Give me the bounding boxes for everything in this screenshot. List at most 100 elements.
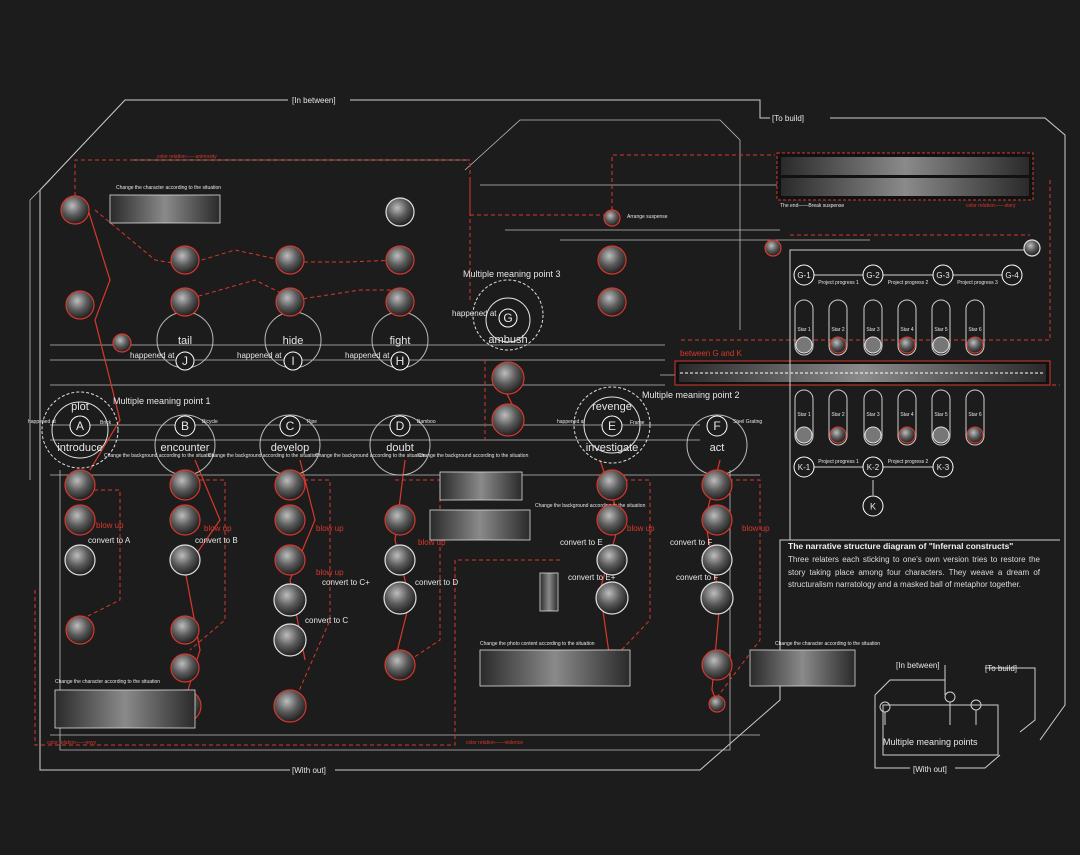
node-a[interactable]: A introduce plot Brick happened at bbox=[28, 401, 112, 454]
convert-b: convert to B bbox=[195, 536, 238, 545]
frame-to-build: [To build] bbox=[772, 114, 804, 123]
node-a-prop: Brick bbox=[100, 420, 112, 426]
star-capsule bbox=[897, 299, 917, 356]
node-j[interactable]: J tail happened at bbox=[130, 311, 214, 371]
node-i-letter: I bbox=[291, 354, 294, 368]
progress-node-label: K-2 bbox=[867, 463, 880, 472]
node-f[interactable]: F act Steel Grating bbox=[686, 414, 762, 476]
photo-circle bbox=[385, 287, 415, 317]
star-capsule bbox=[931, 299, 951, 356]
star-capsule bbox=[965, 389, 985, 446]
photo-collage bbox=[54, 194, 1041, 729]
annot-color-envy: color relation——envy bbox=[47, 740, 97, 746]
progress-node-label: K-3 bbox=[937, 463, 950, 472]
star-label: Star 5 bbox=[934, 412, 948, 418]
info-panel: The narrative structure diagram of "Infe… bbox=[788, 541, 1040, 592]
photo-circle bbox=[384, 504, 416, 536]
node-g-letter: G bbox=[503, 311, 512, 325]
annot-change-bg-d: Change the background according to the s… bbox=[418, 453, 529, 459]
meaning-point-2 bbox=[573, 386, 651, 464]
info-title: The narrative structure diagram of "Infe… bbox=[788, 541, 1014, 551]
node-a-word: introduce bbox=[57, 442, 102, 454]
annot-change-char-top: Change the character according to the si… bbox=[116, 185, 221, 191]
legend-in-between: [In between] bbox=[896, 661, 940, 670]
node-i-word: hide bbox=[283, 335, 304, 347]
progress-node-k-2 bbox=[862, 456, 884, 478]
node-f-word: act bbox=[710, 442, 725, 454]
star-photo bbox=[932, 336, 950, 354]
node-a-happened: happened at bbox=[28, 419, 56, 425]
progress-node-label: G-4 bbox=[1005, 271, 1019, 280]
progress-node-g-4 bbox=[1001, 264, 1023, 286]
node-g-word: ambush bbox=[488, 334, 527, 346]
star-photo bbox=[898, 426, 916, 444]
node-h-letter: H bbox=[396, 354, 405, 368]
photo-circle bbox=[274, 544, 306, 576]
node-k-letter: K bbox=[870, 501, 876, 511]
convert-e: convert to E bbox=[560, 538, 603, 547]
progress-node-k-1 bbox=[793, 456, 815, 478]
legend bbox=[874, 665, 1036, 769]
node-h[interactable]: H fight happened at bbox=[345, 311, 429, 371]
star-label: Star 2 bbox=[831, 327, 845, 333]
node-j-letter: J bbox=[182, 354, 188, 368]
photo-circle bbox=[170, 615, 200, 645]
photo-circle bbox=[65, 290, 95, 320]
photo-circle bbox=[274, 469, 306, 501]
legend-label: Multiple meaning points bbox=[883, 737, 978, 747]
star-photo bbox=[864, 426, 882, 444]
star-photo bbox=[795, 426, 813, 444]
photo-circle bbox=[384, 649, 416, 681]
annot-change-bg-c: Change the background according to the s… bbox=[315, 453, 426, 459]
photo-circle bbox=[596, 504, 628, 536]
photo-circle bbox=[65, 615, 95, 645]
node-c-letter: C bbox=[286, 419, 295, 433]
node-b[interactable]: B encounter Bicycle bbox=[154, 414, 218, 476]
photo-circle bbox=[701, 544, 733, 576]
node-b-word: encounter bbox=[161, 442, 210, 454]
progress-graph bbox=[789, 249, 1040, 540]
annot-arrange-suspense: Arrange suspense bbox=[627, 214, 668, 220]
star-label: Star 6 bbox=[968, 412, 982, 418]
node-b-prop: Bicycle bbox=[202, 419, 218, 425]
progress-node-g-3 bbox=[932, 264, 954, 286]
node-e-letter: E bbox=[608, 419, 616, 433]
photo-circle bbox=[64, 469, 96, 501]
photo-circle bbox=[595, 581, 629, 615]
node-g[interactable]: G ambush happened at bbox=[452, 308, 528, 346]
node-e[interactable]: E investigate revenge Frame happened at bbox=[557, 401, 645, 454]
film-strip-top bbox=[776, 152, 1034, 201]
photo-circle bbox=[597, 287, 627, 317]
node-c[interactable]: C develop Pipe bbox=[259, 414, 321, 476]
photo-circle bbox=[491, 361, 525, 395]
photo-circle bbox=[597, 245, 627, 275]
photo-circle bbox=[1023, 239, 1041, 257]
annotations: Change the character according to the si… bbox=[47, 154, 1016, 746]
photo-circle bbox=[64, 504, 96, 536]
star-capsule bbox=[863, 299, 883, 356]
node-k-final[interactable]: K bbox=[862, 495, 884, 517]
progress-edge-label: Project progress 2 bbox=[888, 280, 929, 286]
photo-frame bbox=[749, 649, 856, 687]
node-c-prop: Pipe bbox=[307, 419, 317, 425]
star-photo bbox=[829, 426, 847, 444]
node-i[interactable]: I hide happened at bbox=[237, 311, 322, 371]
node-b-letter: B bbox=[181, 419, 189, 433]
photo-frame bbox=[109, 194, 221, 224]
annot-color-animosity: color relation——animosity bbox=[157, 154, 217, 160]
star-capsule bbox=[828, 389, 848, 446]
node-d[interactable]: D doubt Bamboo bbox=[369, 414, 436, 476]
node-h-happened: happened at bbox=[345, 351, 390, 360]
blow-up-d: blow up bbox=[418, 538, 446, 547]
photo-circle bbox=[273, 623, 307, 657]
blow-up-c2: blow up bbox=[316, 568, 344, 577]
progress-edge-label: Project progress 2 bbox=[888, 459, 929, 465]
node-c-word: develop bbox=[271, 442, 310, 454]
star-photo bbox=[898, 336, 916, 354]
meaning-point-3 bbox=[472, 279, 544, 351]
star-capsule bbox=[931, 389, 951, 446]
